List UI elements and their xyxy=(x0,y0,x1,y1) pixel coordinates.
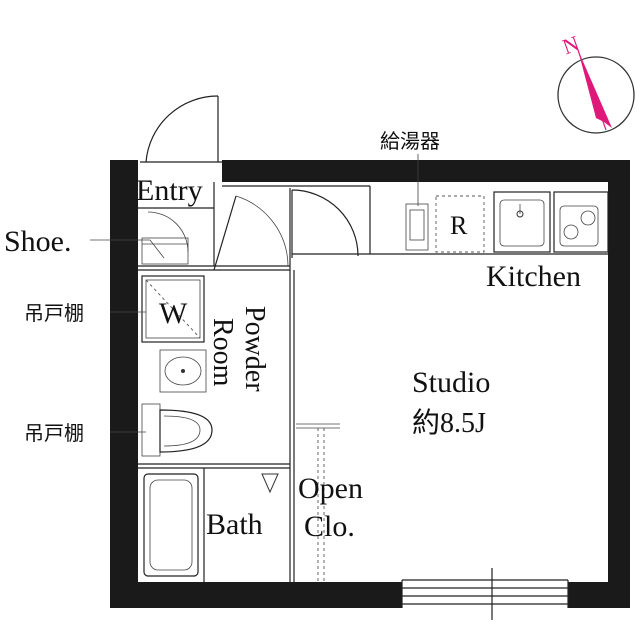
bathtub xyxy=(143,473,199,577)
stove xyxy=(553,191,609,253)
label-studio-size: 約8.5J xyxy=(412,407,486,439)
label-shelf-upper: 吊戸棚 xyxy=(24,302,84,325)
outer-walls xyxy=(110,160,630,608)
wall-right xyxy=(608,160,630,608)
label-kitchen: Kitchen xyxy=(486,260,581,293)
fixtures xyxy=(141,191,609,577)
label-open: Open xyxy=(298,472,363,505)
entry-door xyxy=(140,95,222,163)
kitchen-sink xyxy=(493,191,551,253)
label-bath: Bath xyxy=(206,508,263,541)
bottom-window xyxy=(401,568,569,620)
compass-letter: N xyxy=(559,30,583,59)
wall-left xyxy=(110,160,138,608)
label-clo: Clo. xyxy=(304,510,355,543)
label-shelf-lower: 吊戸棚 xyxy=(24,422,84,445)
fridge xyxy=(435,195,485,253)
label-studio: Studio xyxy=(412,366,490,399)
washer-box xyxy=(141,275,205,343)
shoe-cabinet xyxy=(141,237,189,265)
north-arrow-icon xyxy=(578,50,612,128)
interior-doors xyxy=(147,189,359,494)
entry-door-arc xyxy=(145,95,219,163)
compass-ring xyxy=(557,56,635,134)
interior-walls xyxy=(138,182,608,582)
compass: N xyxy=(557,30,635,134)
wall-bottom-left xyxy=(110,582,402,608)
label-washer: W xyxy=(159,297,188,330)
label-shoe: Shoe. xyxy=(4,225,72,258)
callout-leaders xyxy=(90,154,419,433)
wall-bottom-right xyxy=(568,582,630,608)
washbasin xyxy=(159,349,207,393)
water-heater xyxy=(405,203,429,251)
labels: Entry Shoe. 吊戸棚 吊戸棚 W Powder Room Bath S… xyxy=(4,130,581,543)
label-fridge: R xyxy=(450,211,468,240)
label-entry: Entry xyxy=(136,174,203,207)
label-water-heater: 給湯器 xyxy=(380,130,440,153)
north-arrow-line xyxy=(577,49,607,131)
wall-top xyxy=(222,160,630,182)
toilet-bowl xyxy=(159,409,213,453)
label-powder: Powder xyxy=(239,306,270,392)
label-room: Room xyxy=(207,318,238,387)
toilet-tank xyxy=(141,403,161,457)
